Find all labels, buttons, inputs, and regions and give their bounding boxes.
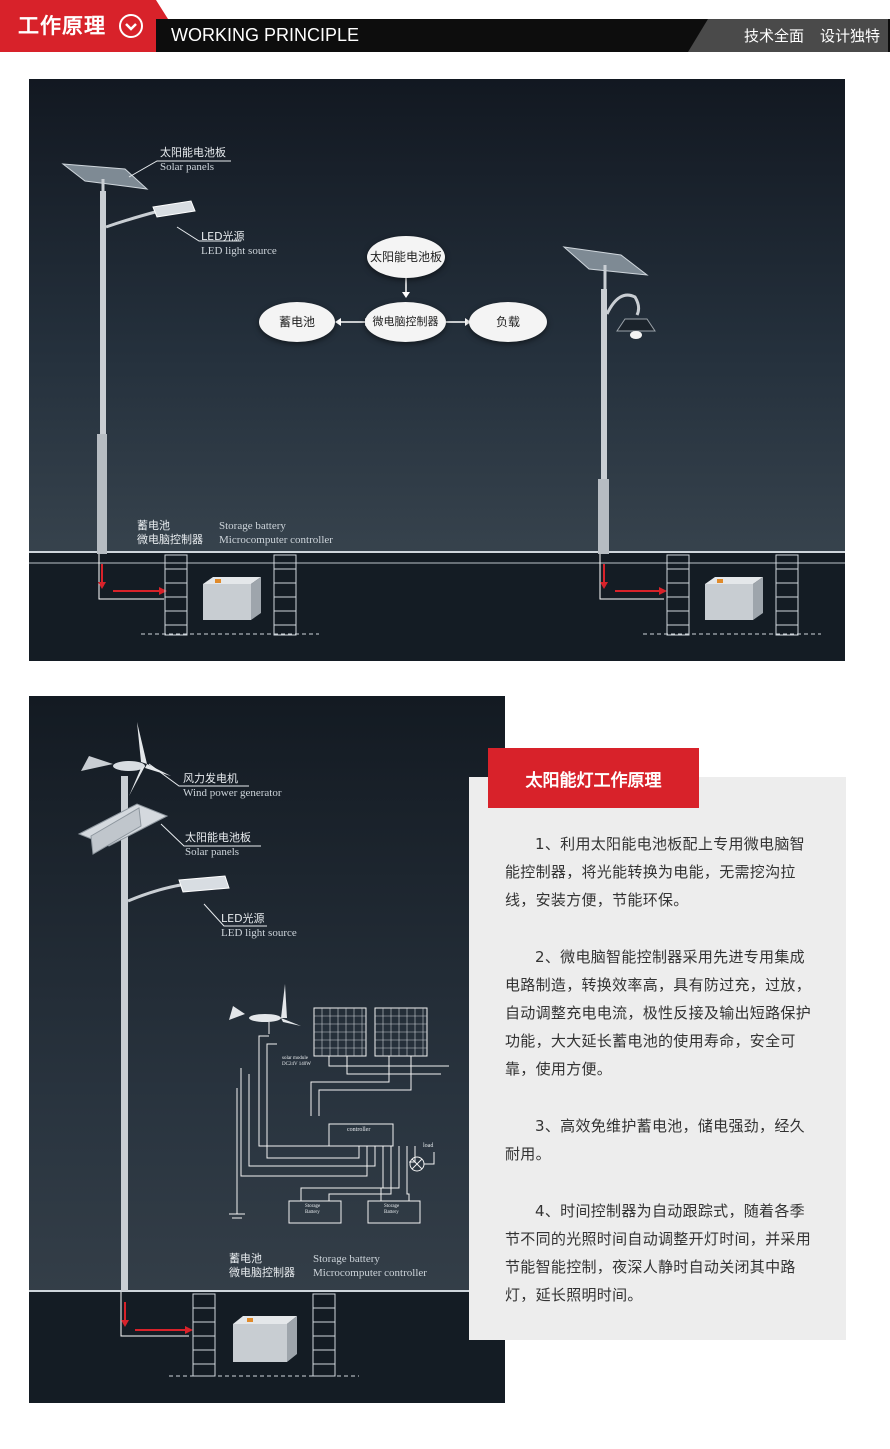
label-led-light: LED光源 LED light source — [221, 912, 297, 939]
label-underground-cn: 蓄电池 微电脑控制器 — [229, 1252, 295, 1279]
principle-paragraph-4: 4、时间控制器为自动跟踪式，随着各季节不同的光照时间自动调整开灯时间，并采用节能… — [505, 1202, 812, 1304]
wiring-solar-module-label: solar module DC24V 140W — [282, 1056, 311, 1067]
tag-tech: 技术全面 — [743, 27, 804, 45]
wiring-storage-battery-1: Storage Battery — [305, 1204, 321, 1215]
section-subtitle: WORKING PRINCIPLE — [171, 25, 360, 45]
label-led-light: LED光源 LED light source — [201, 230, 277, 257]
header-slant — [156, 0, 168, 19]
header-title-block: 工作原理 — [0, 0, 156, 52]
flow-node-battery: 蓄电池 — [259, 302, 335, 342]
wiring-controller-label: controller — [347, 1127, 371, 1133]
principle-paragraph-1: 1、利用太阳能电池板配上专用微电脑智能控制器，将光能转换为电能，无需挖沟拉线，安… — [505, 835, 805, 909]
label-underground-en: Storage battery Microcomputer controller — [219, 520, 333, 546]
principle-title: 太阳能灯工作原理 — [488, 748, 699, 808]
flow-node-solar-panel: 太阳能电池板 — [367, 236, 445, 278]
wiring-load-label: load — [423, 1143, 434, 1149]
solar-streetlight-diagram: 太阳能电池板 Solar panels LED光源 LED light sour… — [29, 79, 845, 661]
label-solar-panels: 太阳能电池板 Solar panels — [160, 146, 226, 173]
wind-solar-streetlight-diagram: 风力发电机 Wind power generator 太阳能电池板 Solar … — [29, 696, 505, 1403]
label-solar-panels: 太阳能电池板 Solar panels — [185, 831, 251, 858]
header-tags: 技术全面设计独特 — [728, 25, 880, 46]
header-bar: WORKING PRINCIPLE 技术全面设计独特 — [156, 19, 890, 52]
streetlight-illustration — [29, 160, 845, 636]
label-underground-cn: 蓄电池 微电脑控制器 — [137, 519, 203, 546]
wiring-storage-battery-2: Storage Battery — [384, 1204, 400, 1215]
label-wind-generator: 风力发电机 Wind power generator — [183, 772, 282, 799]
flow-node-load: 负载 — [469, 302, 547, 342]
tag-design: 设计独特 — [819, 27, 880, 45]
principle-body: 1、利用太阳能电池板配上专用微电脑智能控制器，将光能转换为电能，无需挖沟拉线，安… — [505, 830, 815, 1338]
chevron-down-icon — [119, 14, 143, 38]
section-title: 工作原理 — [18, 14, 106, 38]
label-underground-en: Storage battery Microcomputer controller — [313, 1253, 427, 1279]
principle-paragraph-3: 3、高效免维护蓄电池，储电强劲，经久耐用。 — [505, 1117, 805, 1163]
section-header: 工作原理 WORKING PRINCIPLE 技术全面设计独特 — [0, 0, 890, 52]
principle-paragraph-2: 2、微电脑智能控制器采用先进专用集成电路制造，转换效率高，具有防过充，过放，自动… — [505, 948, 812, 1078]
principle-text-panel — [469, 777, 846, 1340]
flow-node-controller: 微电脑控制器 — [365, 302, 446, 342]
wind-solar-illustration — [77, 722, 449, 1377]
